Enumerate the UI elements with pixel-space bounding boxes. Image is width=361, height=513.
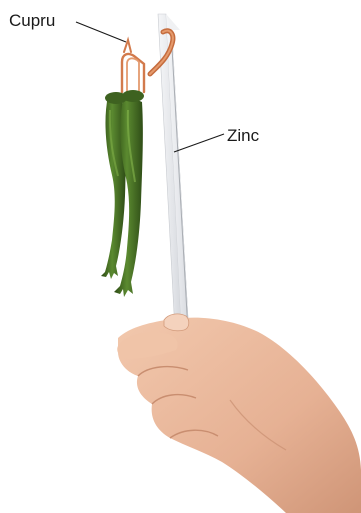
copper-leader-line — [76, 22, 126, 42]
frog-legs — [101, 90, 144, 297]
zinc-leader-line — [174, 134, 224, 152]
hand — [117, 314, 361, 513]
